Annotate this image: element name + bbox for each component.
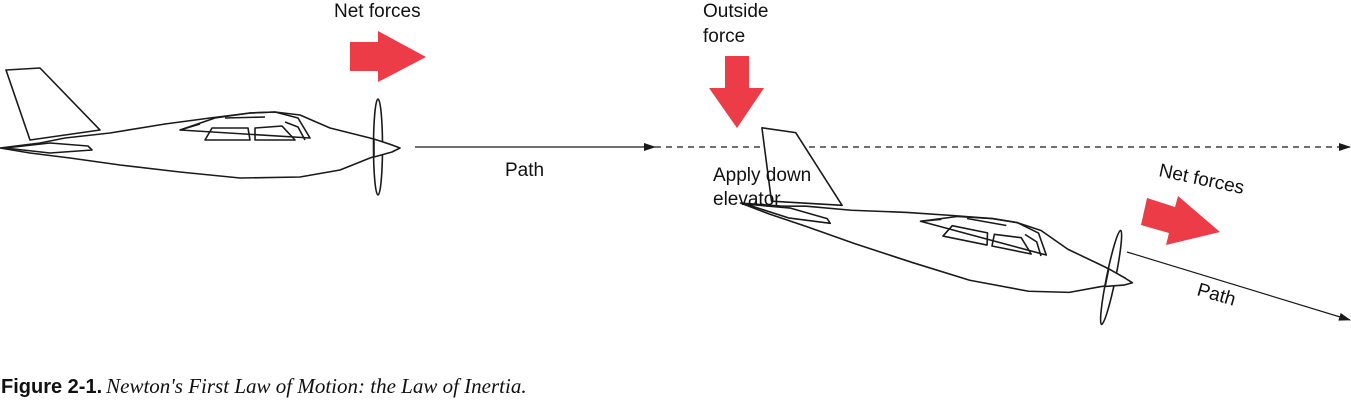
- net-force-arrow-left: [350, 31, 426, 82]
- outside-force-label-line1: Outside: [703, 1, 768, 22]
- figure-number: Figure 2-1.: [1, 376, 103, 398]
- net-force-arrow-right: [1141, 196, 1220, 245]
- airplane-level: [0, 67, 401, 196]
- apply-down-elevator-label-line1: Apply down: [713, 165, 811, 186]
- apply-down-elevator-label-line2: elevator: [713, 189, 781, 210]
- airplane-descending: [730, 123, 1150, 330]
- net-forces-label-right: Net forces: [1157, 160, 1246, 199]
- outside-force-arrow: [709, 56, 764, 128]
- path-arrow-right: [1126, 251, 1351, 321]
- outside-force-label-line2: force: [703, 26, 745, 47]
- path-label-left: Path: [505, 160, 544, 181]
- figure-caption: Figure 2-1. Newton's First Law of Motion…: [1, 374, 527, 399]
- net-forces-label-left: Net forces: [334, 1, 421, 22]
- figure-title: Newton's First Law of Motion: the Law of…: [106, 374, 527, 398]
